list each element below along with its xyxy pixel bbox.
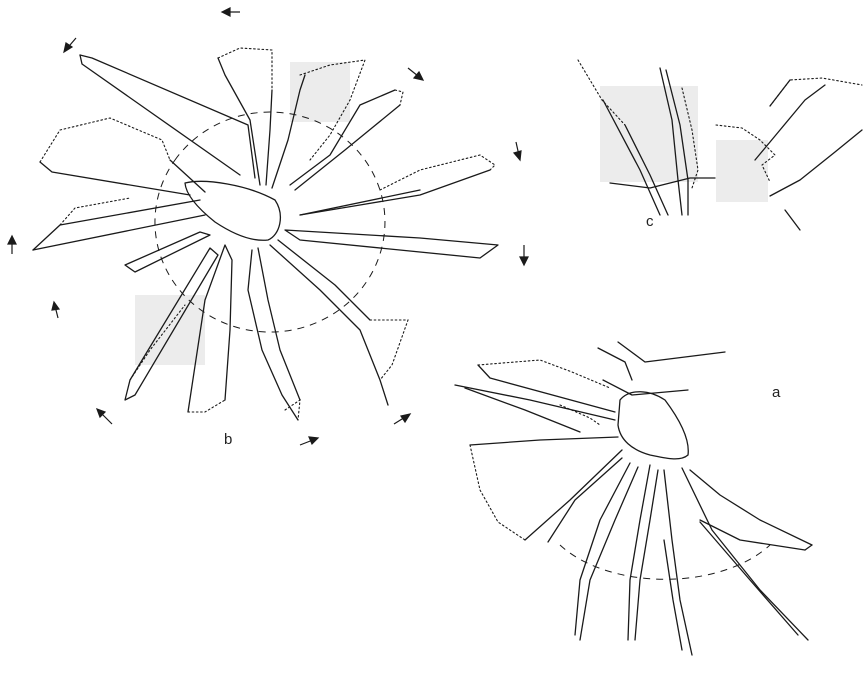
- b-spine-outline: [40, 118, 170, 162]
- a-spine: [700, 522, 798, 635]
- direction-arrow-icon: [52, 302, 59, 318]
- c-spine: [785, 210, 800, 230]
- b-spine: [300, 170, 490, 215]
- c-spine: [770, 130, 862, 196]
- b-spine: [285, 230, 498, 258]
- a-spine: [805, 545, 812, 550]
- shade-patch: [600, 86, 698, 182]
- a-spine: [525, 450, 622, 540]
- direction-arrow-icon: [520, 245, 528, 265]
- b-spine: [258, 248, 300, 400]
- b-spine: [248, 250, 298, 420]
- b-spine: [125, 232, 210, 272]
- a-spine: [618, 342, 725, 362]
- a-spine-outline: [470, 445, 525, 540]
- b-spine: [40, 162, 190, 195]
- b-spine: [266, 90, 272, 185]
- direction-arrow-icon: [64, 38, 76, 52]
- b-spine: [80, 55, 240, 175]
- a-spine: [465, 388, 580, 432]
- a-spine: [470, 437, 618, 445]
- b-spine: [278, 240, 370, 320]
- shade-patch: [716, 140, 768, 202]
- c-spine: [770, 80, 790, 106]
- b-spine-outline: [380, 155, 495, 190]
- a-spine-outline: [478, 360, 610, 388]
- label-b: b: [224, 431, 232, 448]
- b-spine: [272, 75, 305, 188]
- b-spine: [33, 215, 205, 250]
- b-spine: [270, 245, 388, 405]
- a-spine: [682, 468, 808, 640]
- a-spine: [478, 365, 615, 412]
- a-central-body: [618, 392, 688, 459]
- label-c: c: [646, 213, 654, 230]
- b-spine-outline: [218, 48, 272, 90]
- b-spine: [170, 160, 205, 192]
- direction-arrow-icon: [394, 414, 410, 424]
- direction-arrow-icon: [8, 236, 16, 254]
- direction-arrow-icon: [300, 437, 318, 445]
- direction-arrow-icon: [222, 8, 240, 16]
- b-central-body: [185, 181, 280, 240]
- a-spine: [635, 470, 658, 640]
- b-spine: [300, 190, 420, 215]
- direction-arrow-icon: [514, 142, 521, 160]
- b-spine-outline: [60, 198, 130, 225]
- a-spine: [690, 470, 812, 545]
- figure-b: [8, 8, 528, 445]
- figure-a: [455, 342, 812, 655]
- label-a: a: [772, 384, 781, 401]
- direction-arrow-icon: [408, 68, 423, 80]
- b-spine-outline: [395, 90, 403, 105]
- direction-arrow-icon: [97, 409, 112, 424]
- a-spine: [628, 465, 650, 640]
- a-spine: [598, 348, 632, 380]
- b-spine-outline: [188, 400, 225, 412]
- b-spine: [80, 55, 255, 178]
